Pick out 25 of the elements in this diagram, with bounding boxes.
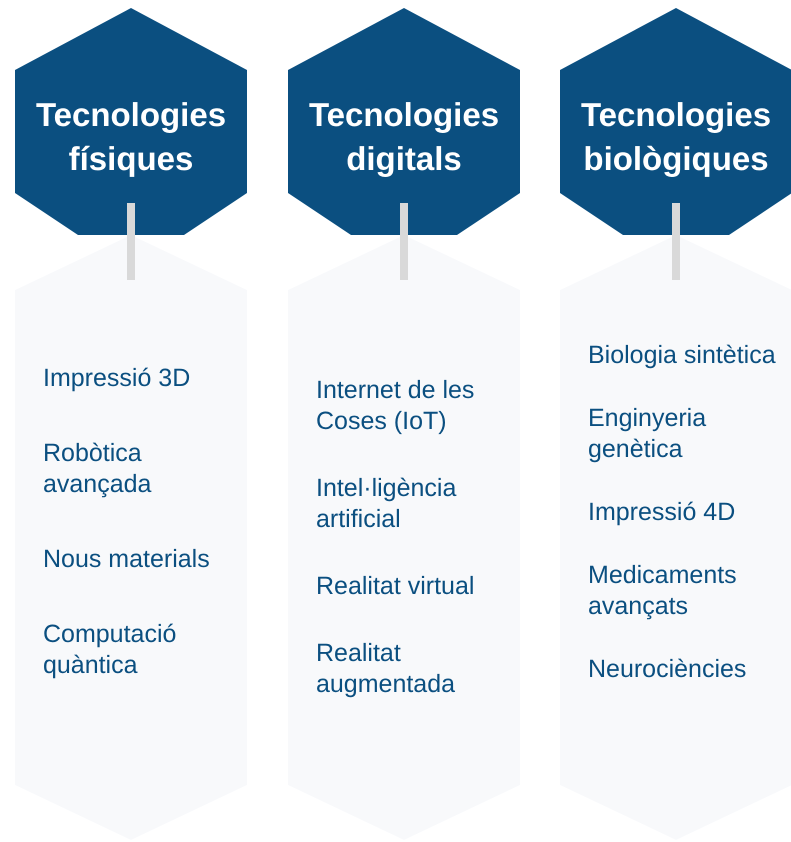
technology-item: Realitat augmentada <box>316 638 456 700</box>
technology-item: Biologia sintètica <box>588 340 777 371</box>
technology-item: Internet de les Coses (IoT) <box>316 375 476 437</box>
heading-hexagon <box>560 8 791 235</box>
technology-item: Impressió 4D <box>588 497 736 528</box>
technology-item: Impressió 3D <box>43 363 192 394</box>
heading-text: Tecnologies biològiques <box>580 95 772 179</box>
technology-item: Neurociències <box>588 654 748 685</box>
technology-item: Nous materials <box>43 544 211 575</box>
connector <box>127 203 135 280</box>
list-panel <box>15 235 247 840</box>
technology-item: Robòtica avançada <box>43 438 152 500</box>
technology-item: Intel·ligència artificial <box>316 473 458 535</box>
heading-hexagon <box>15 8 247 235</box>
connector <box>400 203 408 280</box>
heading-hexagon <box>288 8 520 235</box>
list-panel <box>288 235 520 840</box>
technology-item: Medicaments avançats <box>588 560 738 622</box>
list-panel <box>560 235 791 840</box>
heading-text: Tecnologies digitals <box>308 95 500 179</box>
technology-item: Enginyeria genètica <box>588 403 708 465</box>
technology-item: Computació quàntica <box>43 619 178 681</box>
technology-item: Realitat virtual <box>316 571 476 602</box>
connector <box>672 203 680 280</box>
heading-text: Tecnologies físiques <box>34 95 228 179</box>
